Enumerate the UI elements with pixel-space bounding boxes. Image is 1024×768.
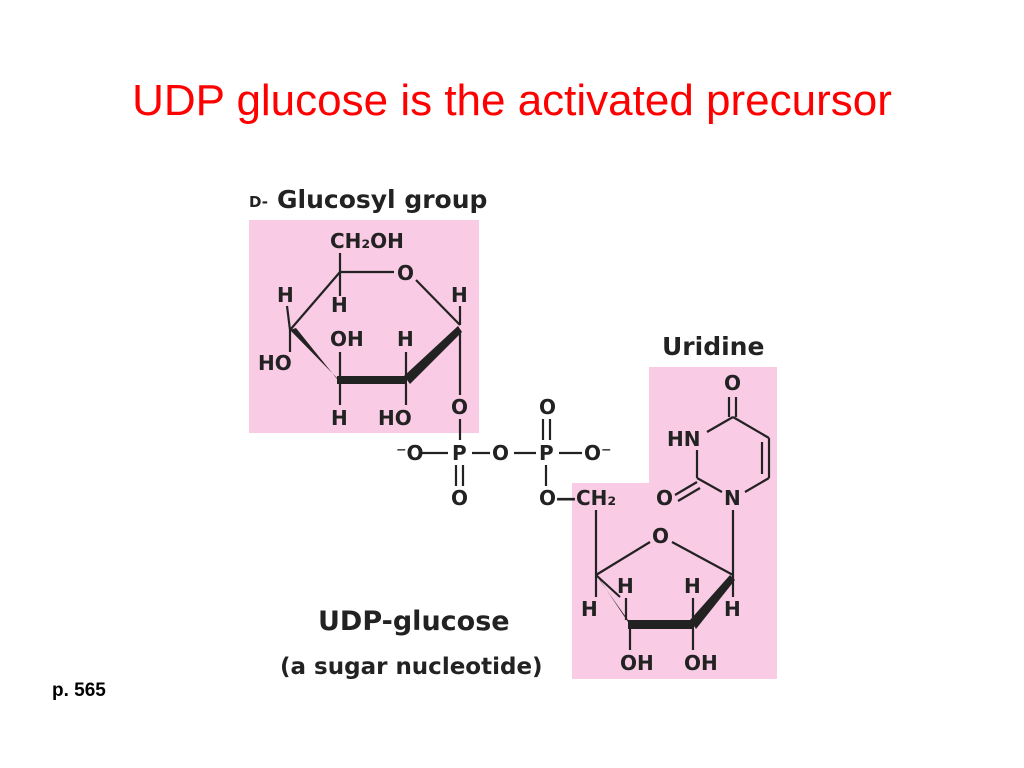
glucose-h-c5: H [277,283,294,307]
phosphate-1-double-o: O [451,486,468,510]
glucose-oh-c3: OH [330,327,364,351]
phosphorus-1: P [452,441,467,465]
slide-title: UDP glucose is the activated precursor [132,76,892,125]
compound-subtitle: (a sugar nucleotide) [280,654,543,680]
ribose-h-c4-down: H [581,597,598,621]
glucosyl-prefix: D- [249,193,268,211]
uridine-label: Uridine [662,332,764,361]
phosphate-o-minus-right: O⁻ [584,441,612,465]
phosphate-o-minus-left: ⁻O [396,441,424,465]
phosphate-2-double-o: O [539,395,556,419]
phosphorus-2: P [539,441,554,465]
ribose-oh-c3: OH [620,651,654,675]
ribose-h-c1-down: H [724,597,741,621]
glucose-ring-oxygen: O [397,261,414,285]
ribose-h-c3-up: H [617,574,634,598]
uracil-n1: N [724,486,741,510]
glucose-h-c2: H [397,327,414,351]
glucose-ho-c4: HO [258,351,292,375]
ch2oh-group: CH₂OH [330,229,404,253]
glucose-h-c4-up: H [331,293,348,317]
page-reference: p. 565 [52,680,106,701]
glucosyl-highlight [249,220,479,433]
bridging-oxygen: O [492,441,509,465]
ribose-oh-c2: OH [684,651,718,675]
uracil-hn3: HN [667,427,700,451]
ribose-ring-oxygen: O [652,524,669,548]
uridine-highlight [572,367,777,679]
ribose-o-ch2: O—CH₂ [539,486,616,510]
ribose-h-c2-up: H [684,574,701,598]
glucose-h-c3-down: H [331,406,348,430]
glucosyl-group-label: Glucosyl group [277,185,487,214]
uracil-c4-oxygen: O [724,371,741,395]
compound-name: UDP-glucose [318,606,510,637]
glucose-h-c1: H [451,283,468,307]
glucose-ho-c2: HO [378,406,412,430]
glycosidic-oxygen: O [451,395,468,419]
uracil-c2-oxygen: O [656,486,673,510]
